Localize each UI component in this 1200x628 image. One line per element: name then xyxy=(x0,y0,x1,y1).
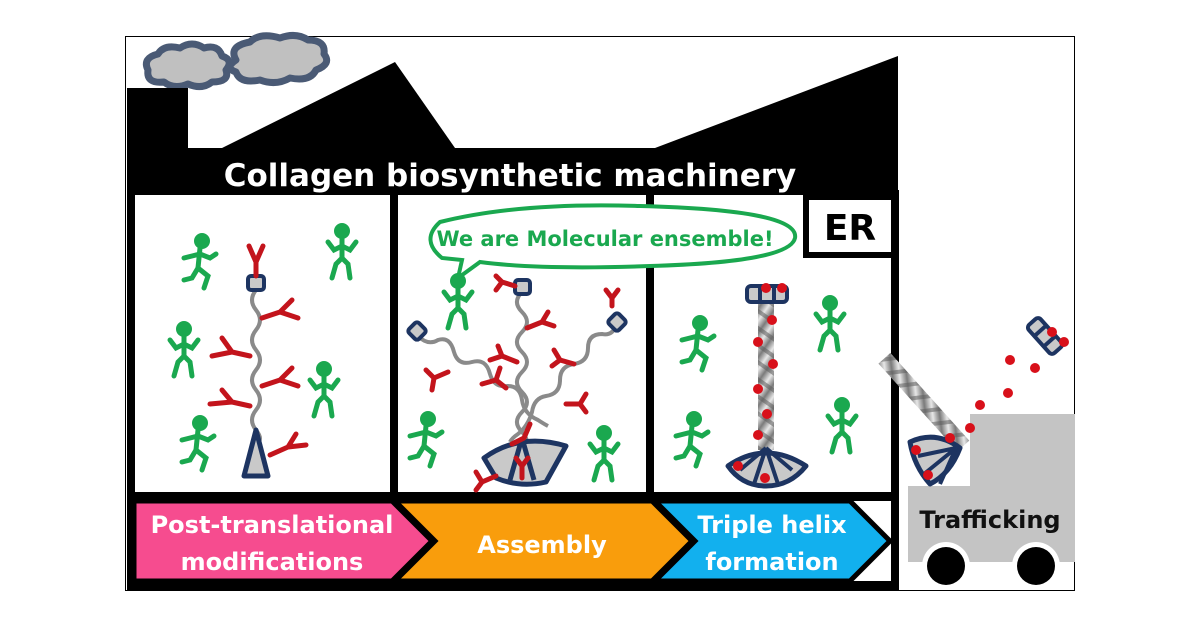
svg-text:ER: ER xyxy=(824,208,876,249)
procollagen-chain xyxy=(250,288,262,446)
molecular-chaperone-figure xyxy=(682,315,714,370)
glycan-icons xyxy=(423,273,621,493)
molecular-chaperone-figure xyxy=(182,415,214,470)
truck-wheel xyxy=(927,547,965,585)
glycan-icons xyxy=(207,243,309,458)
c-propeptide-domain xyxy=(406,320,428,342)
trafficking-truck: Trafficking xyxy=(878,316,1075,590)
hydroxylation-dots xyxy=(733,283,787,483)
panel-post-translational xyxy=(170,223,356,479)
speech-bubble: We are Molecular ensemble! xyxy=(428,203,798,283)
molecular-chaperone-figure xyxy=(676,411,708,466)
truck-wheel xyxy=(1017,547,1055,585)
er-label: ER xyxy=(803,194,897,258)
factory-title: Collagen biosynthetic machinery xyxy=(224,158,797,194)
stage-label-1b: modifications xyxy=(181,548,364,576)
cloud-icon xyxy=(226,31,331,87)
hydroxylation-dots xyxy=(911,327,1069,480)
svg-text:We are Molecular ensemble!: We are Molecular ensemble! xyxy=(436,227,773,251)
truck-body xyxy=(908,414,1075,562)
molecular-chaperone-figure xyxy=(310,361,338,416)
stage-label-1a: Post-translational xyxy=(151,511,394,539)
stage-label-3a: Triple helix xyxy=(697,511,847,539)
stage-arrows: Post-translational modifications Assembl… xyxy=(131,498,894,584)
smoke-clouds xyxy=(142,31,331,91)
molecular-chaperone-figure xyxy=(816,295,844,350)
c-propeptide-domain xyxy=(606,311,628,333)
molecular-chaperone-figure xyxy=(170,321,198,376)
stage-arrow-triple-helix xyxy=(648,498,894,584)
stage-label-3b: formation xyxy=(705,548,838,576)
molecular-chaperone-figure xyxy=(184,233,216,288)
molecular-chaperone-figure xyxy=(410,411,442,466)
panel-triple-helix xyxy=(676,283,856,489)
cloud-icon xyxy=(142,40,233,91)
molecular-chaperone-figure xyxy=(444,273,472,328)
procollagen-cargo-rod xyxy=(878,352,970,452)
truck-label: Trafficking xyxy=(919,506,1060,534)
procollagen-chains xyxy=(416,290,618,445)
factory-roof xyxy=(127,56,898,195)
molecular-chaperone-figure xyxy=(590,425,618,480)
panel-assembly xyxy=(406,273,628,493)
molecular-chaperone-figure xyxy=(828,397,856,452)
stage-label-2: Assembly xyxy=(477,531,607,559)
molecular-chaperone-figure xyxy=(328,223,356,278)
n-propeptide-domain xyxy=(241,427,271,479)
